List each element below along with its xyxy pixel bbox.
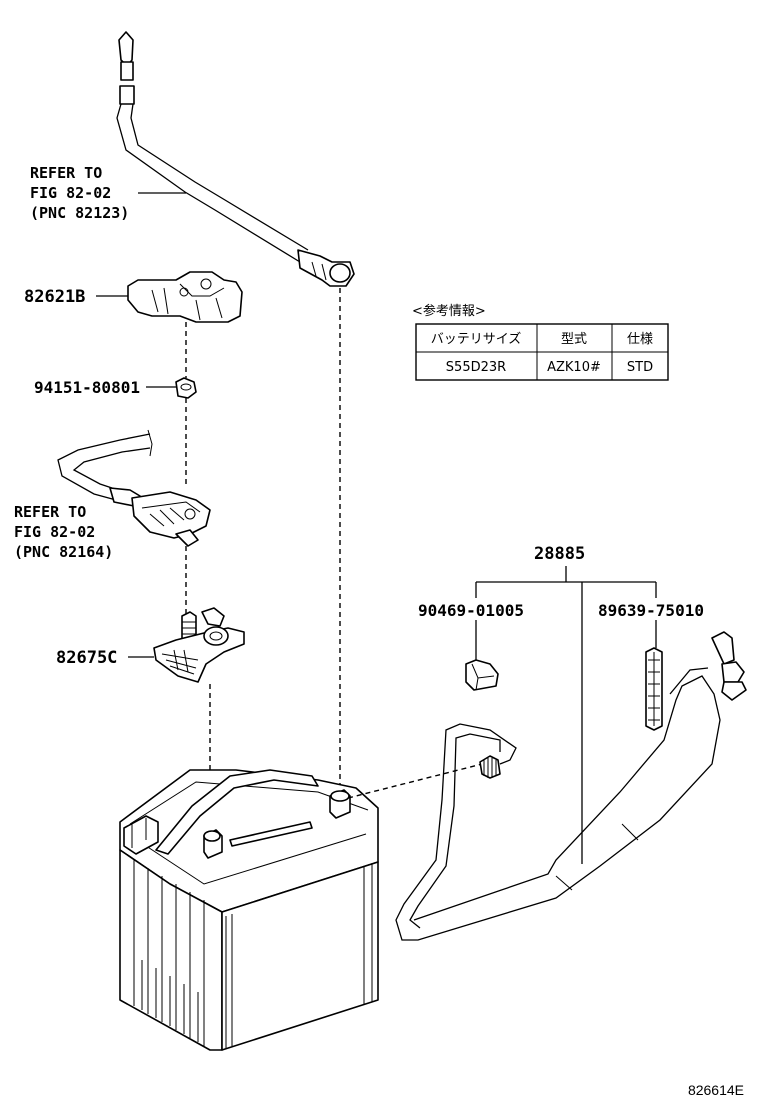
info-table-title: <参考情報> — [412, 303, 486, 319]
clamp-89639-75010 — [645, 647, 663, 731]
nut-94151-80801 — [175, 377, 197, 399]
part-label-28885: 28885 — [534, 544, 585, 564]
info-table-header-size: バッテリサイズ — [431, 331, 522, 347]
part-label-82621B: 82621B — [24, 287, 85, 307]
info-table-cell-model: AZK10# — [547, 360, 601, 375]
clip-90469-01005 — [465, 659, 499, 691]
battery-terminal-82675C — [153, 607, 245, 683]
battery-cable-82164 — [57, 429, 211, 547]
info-table-header-model: 型式 — [561, 332, 587, 347]
ref2-line3: (PNC 82164) — [14, 543, 113, 561]
info-table-cell-size: S55D23R — [446, 360, 506, 375]
battery-cable-82123 — [116, 31, 355, 287]
part-label-90469-01005: 90469-01005 — [418, 601, 524, 620]
reference-info-table — [415, 323, 669, 381]
figure-id: 826614E — [688, 1082, 744, 1098]
part-label-89639-75010: 89639-75010 — [598, 601, 704, 620]
terminal-cover-82621B — [127, 271, 243, 323]
ref1-line1: REFER TO — [30, 164, 102, 182]
part-label-82675C: 82675C — [56, 648, 117, 668]
battery — [119, 769, 379, 1051]
ref1-line3: (PNC 82123) — [30, 204, 129, 222]
vent-hose-28885 — [395, 631, 747, 941]
ref2-line2: FIG 82-02 — [14, 523, 95, 541]
info-table-cell-spec: STD — [627, 360, 653, 375]
ref1-line2: FIG 82-02 — [30, 184, 111, 202]
info-table-header-spec: 仕様 — [627, 332, 653, 347]
ref2-line1: REFER TO — [14, 503, 86, 521]
part-label-94151-80801: 94151-80801 — [34, 378, 140, 397]
